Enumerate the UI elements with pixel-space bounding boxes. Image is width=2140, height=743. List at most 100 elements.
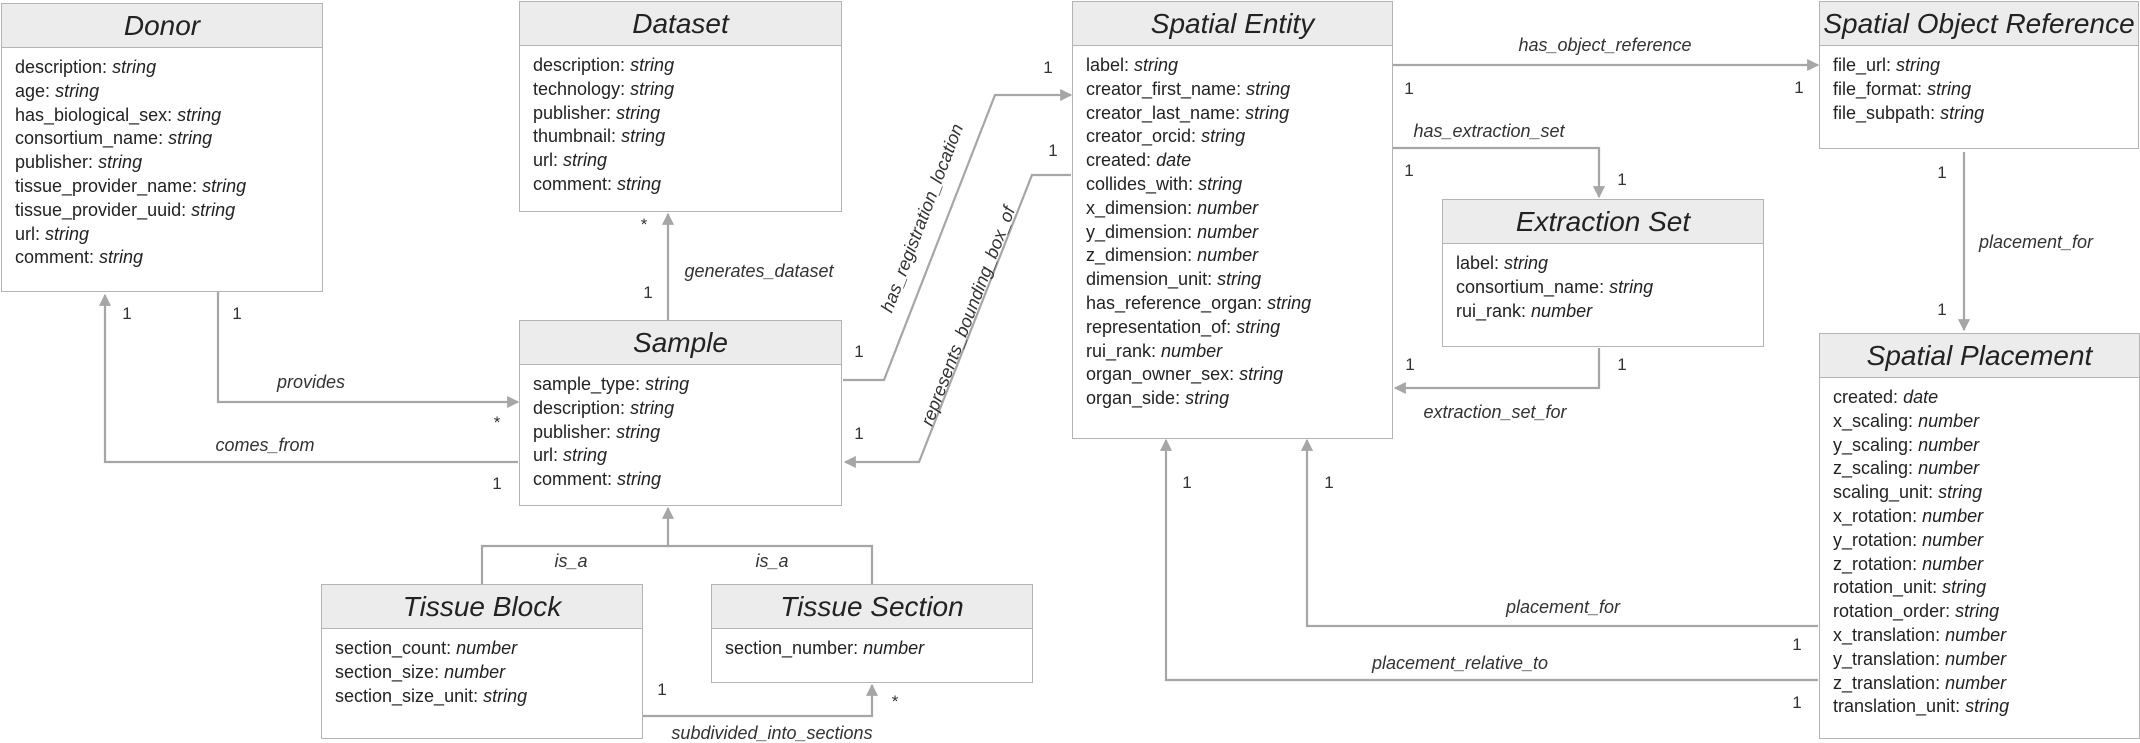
attribute-row: has_reference_organ: string bbox=[1086, 292, 1312, 313]
attribute-name: section_count bbox=[335, 638, 447, 658]
attribute-name: scaling_unit bbox=[1833, 482, 1929, 503]
spatial-placement-title: Spatial Placement bbox=[1820, 334, 2139, 378]
attribute-name: organ_owner_sex bbox=[1086, 364, 1230, 385]
attribute-row: tissue_provider_uuid: string bbox=[15, 199, 236, 220]
attribute-name: x_rotation bbox=[1833, 505, 1913, 526]
multiplicity-extraction-set-for: 1 bbox=[1617, 355, 1627, 374]
attribute-name: comment bbox=[533, 173, 608, 194]
attribute-row: x_dimension: number bbox=[1086, 197, 1259, 218]
attribute-type: string bbox=[1134, 55, 1179, 75]
attribute-type: string bbox=[1198, 173, 1243, 194]
attribute-name: file_format bbox=[1833, 78, 1918, 99]
attribute-row: file_format: string bbox=[1833, 78, 1972, 99]
attribute-row: y_scaling: number bbox=[1833, 434, 1980, 455]
multiplicity-block-subdivided: 1 bbox=[657, 680, 667, 699]
attribute-name: thumbnail bbox=[533, 126, 612, 147]
attribute-row: created: date bbox=[1086, 150, 1192, 171]
attribute-type: string bbox=[1201, 126, 1246, 147]
attribute-type: string bbox=[1942, 577, 1987, 598]
attribute-type: number bbox=[1945, 648, 2007, 669]
sample-attributes: sample_type: string description: string pu… bbox=[520, 365, 841, 492]
attribute-name: url bbox=[15, 223, 36, 244]
multiplicity-entity-placement-relative: 1 bbox=[1182, 473, 1192, 492]
attribute-row: representation_of: string bbox=[1086, 316, 1281, 337]
attribute-row: sample_type: string bbox=[533, 374, 690, 394]
attribute-name: z_scaling bbox=[1833, 458, 1909, 479]
multiplicity-sample-registration: 1 bbox=[854, 342, 864, 361]
attribute-name: y_dimension bbox=[1086, 221, 1188, 242]
attribute-name: y_rotation bbox=[1833, 529, 1913, 550]
attribute-type: date bbox=[1156, 150, 1192, 171]
attribute-row: label: string bbox=[1086, 55, 1179, 75]
attribute-name: rotation_order bbox=[1833, 601, 1946, 622]
attribute-row: consortium_name: string bbox=[15, 128, 213, 149]
attribute-name: description bbox=[533, 397, 621, 418]
attribute-type: string bbox=[1245, 102, 1290, 123]
attribute-type: string bbox=[1927, 78, 1972, 99]
attribute-name: rui_rank bbox=[1456, 300, 1522, 321]
attribute-type: string bbox=[45, 223, 90, 244]
attribute-name: publisher bbox=[533, 421, 607, 442]
attribute-row: label: string bbox=[1456, 253, 1549, 273]
attribute-row: dimension_unit: string bbox=[1086, 269, 1262, 290]
attribute-type: number bbox=[456, 638, 518, 658]
attribute-row: creator_first_name: string bbox=[1086, 78, 1291, 99]
sample-title: Sample bbox=[520, 321, 841, 365]
attribute-name: section_size bbox=[335, 661, 435, 682]
attribute-row: creator_orcid: string bbox=[1086, 126, 1246, 147]
attribute-row: file_url: string bbox=[1833, 55, 1941, 75]
multiplicity-entity-bounding-box: 1 bbox=[1048, 141, 1058, 160]
attribute-type: string bbox=[1217, 269, 1262, 290]
attribute-row: rotation_order: string bbox=[1833, 601, 2000, 622]
multiplicity-placement-object: 1 bbox=[1937, 300, 1947, 319]
attribute-row: url: string bbox=[533, 150, 608, 171]
extraction-set-attributes: label: string consortium_name: string rui_… bbox=[1443, 244, 1763, 323]
attribute-type: string bbox=[98, 152, 143, 173]
multiplicity-reference-placement: 1 bbox=[1937, 163, 1947, 182]
attribute-row: consortium_name: string bbox=[1456, 276, 1654, 297]
multiplicity-section-subdivided: * bbox=[891, 692, 899, 711]
tissue-section-attributes: section_number: number bbox=[712, 629, 1032, 661]
attribute-name: url bbox=[533, 445, 554, 466]
extraction-set-title: Extraction Set bbox=[1443, 200, 1763, 244]
attribute-type: string bbox=[1940, 102, 1985, 123]
attribute-name: created bbox=[1833, 387, 1894, 407]
attribute-type: number bbox=[1197, 221, 1259, 242]
represents-bounding-box-of-connector bbox=[843, 173, 1071, 469]
attribute-row: description: string bbox=[533, 397, 675, 418]
attribute-type: string bbox=[202, 175, 247, 196]
multiplicity-entity-placement-for: 1 bbox=[1324, 473, 1334, 492]
spatial-object-reference-title: Spatial Object Reference bbox=[1820, 2, 2138, 46]
multiplicity-sample-bounding-box: 1 bbox=[854, 424, 864, 443]
attribute-row: publisher: string bbox=[533, 421, 661, 442]
attribute-type: number bbox=[1945, 672, 2007, 693]
attribute-type: number bbox=[1918, 434, 1980, 455]
tissue-block-title: Tissue Block bbox=[322, 585, 642, 629]
attribute-type: number bbox=[444, 661, 506, 682]
multiplicity-entity-object-reference: 1 bbox=[1404, 79, 1414, 98]
attribute-row: comment: string bbox=[533, 469, 662, 490]
multiplicity-sample-generates: 1 bbox=[643, 283, 653, 302]
attribute-row: has_biological_sex: string bbox=[15, 104, 222, 125]
multiplicity-reference-object-reference: 1 bbox=[1794, 78, 1804, 97]
attribute-name: y_scaling bbox=[1833, 434, 1909, 455]
attribute-name: z_dimension bbox=[1086, 245, 1188, 266]
placement-relative-to-label: placement_relative_to bbox=[1371, 653, 1549, 673]
attribute-type: string bbox=[1236, 316, 1281, 337]
attribute-type: string bbox=[99, 247, 144, 268]
attribute-type: string bbox=[563, 445, 608, 466]
attribute-type: string bbox=[1955, 601, 2000, 622]
attribute-row: organ_side: string bbox=[1086, 388, 1230, 409]
attribute-type: string bbox=[630, 78, 675, 99]
attribute-row: section_size_unit: string bbox=[335, 685, 528, 706]
attribute-name: has_biological_sex bbox=[15, 104, 168, 125]
attribute-type: number bbox=[1531, 300, 1593, 321]
attribute-row: rotation_unit: string bbox=[1833, 577, 1987, 598]
attribute-name: description bbox=[533, 55, 621, 75]
comes-from-label: comes_from bbox=[215, 435, 315, 455]
